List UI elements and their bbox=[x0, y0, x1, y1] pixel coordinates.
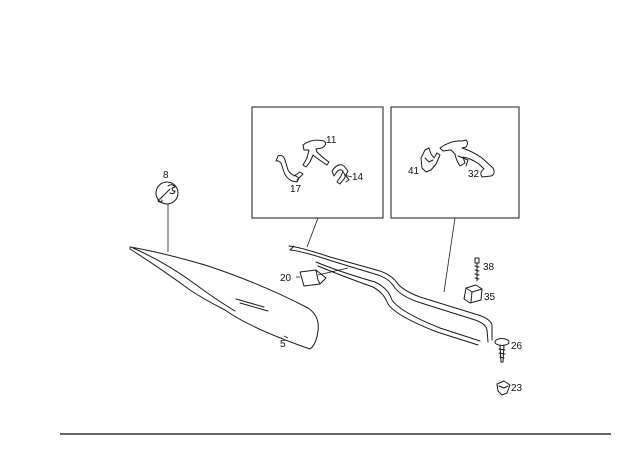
wrench-symbol: 8 bbox=[155, 170, 179, 252]
callout-23: 23 bbox=[511, 383, 523, 394]
part-26-screw: 26 bbox=[494, 338, 523, 363]
detail-frame-left: 11 14 17 bbox=[251, 106, 384, 219]
part-14-hook bbox=[331, 164, 349, 185]
callout-32: 32 bbox=[468, 169, 480, 180]
wrench-icon bbox=[155, 181, 179, 205]
callout-11: 11 bbox=[326, 135, 337, 146]
callout-8: 8 bbox=[163, 170, 169, 181]
part-35-retainer: 35 bbox=[463, 284, 496, 304]
part-5-glass: 5 bbox=[129, 246, 319, 350]
callout-14: 14 bbox=[352, 172, 364, 183]
part-11-clip bbox=[302, 139, 330, 168]
callout-20: 20 bbox=[280, 273, 292, 284]
part-41-clip bbox=[420, 147, 441, 173]
part-32-bracket bbox=[439, 139, 495, 178]
callout-35: 35 bbox=[484, 292, 496, 303]
part-17-bracket bbox=[275, 155, 300, 183]
window-seal-frame bbox=[288, 217, 493, 346]
callout-26: 26 bbox=[511, 341, 523, 352]
callout-38: 38 bbox=[483, 262, 495, 273]
callout-17: 17 bbox=[290, 184, 302, 195]
callout-41: 41 bbox=[408, 166, 420, 177]
detail-frame-right: 41 32 bbox=[390, 106, 520, 219]
part-20-clip: 20 bbox=[280, 267, 349, 287]
part-23-cap: 23 bbox=[496, 380, 523, 396]
callout-5: 5 bbox=[280, 339, 286, 350]
part-38-screw: 38 bbox=[474, 257, 495, 282]
